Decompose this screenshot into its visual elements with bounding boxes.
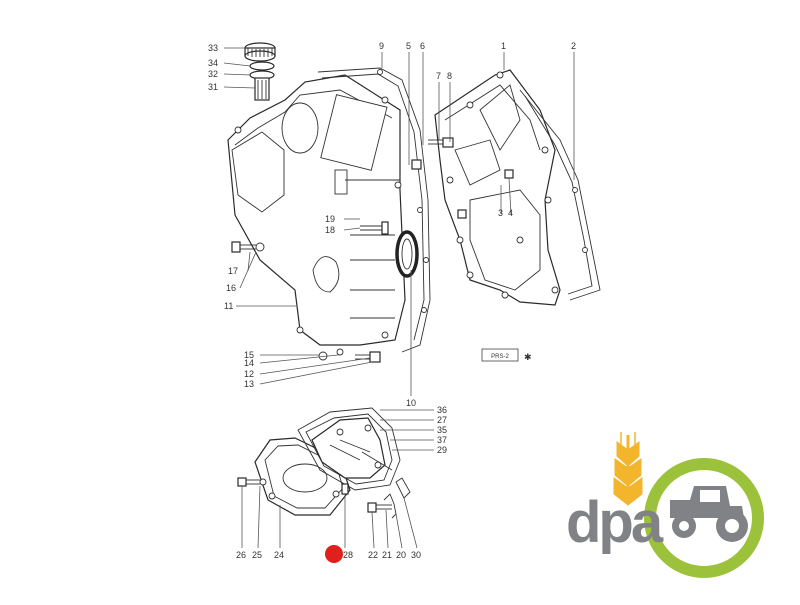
- dpa-logo: dpa: [566, 432, 764, 578]
- callout-14: 14: [244, 358, 254, 368]
- callout-6: 6: [420, 41, 425, 51]
- highlight-marker-28[interactable]: [325, 545, 343, 563]
- callout-29: 29: [437, 445, 447, 455]
- callout-10: 10: [406, 398, 416, 408]
- callout-20: 20: [396, 550, 406, 560]
- callout-9: 9: [379, 41, 384, 51]
- callout-22: 22: [368, 550, 378, 560]
- bolts-12-15: [318, 348, 381, 363]
- callout-34: 34: [208, 58, 218, 68]
- callout-2: 2: [571, 41, 576, 51]
- main-timing-cover: [227, 74, 406, 346]
- callout-16: 16: [226, 283, 236, 293]
- reference-box-text: PRS-2: [491, 354, 509, 360]
- callout-13: 13: [244, 379, 254, 389]
- callout-37: 37: [437, 435, 447, 445]
- callout-19: 19: [325, 214, 335, 224]
- callout-12: 12: [244, 369, 254, 379]
- rear-gasket: [519, 89, 601, 301]
- callout-25: 25: [252, 550, 262, 560]
- bolts-18-19: [360, 221, 389, 235]
- callout-7: 7: [436, 71, 441, 81]
- callout-36: 36: [437, 405, 447, 415]
- cover-gasket: [317, 67, 431, 353]
- oil-seal: [395, 230, 419, 278]
- callout-31: 31: [208, 82, 218, 92]
- bolts-20-22-30: [341, 451, 411, 519]
- callout-1: 1: [501, 41, 506, 51]
- bolt-17: [231, 241, 265, 253]
- logo-text: dpa: [566, 490, 664, 555]
- callout-3: 3: [498, 208, 503, 218]
- callout-33: 33: [208, 43, 218, 53]
- callout-8: 8: [447, 71, 452, 81]
- logo-ring: [644, 458, 764, 578]
- callout-labels: 33 34 32 31 9 5 6 1 2 7 8 3 4 19 18 17 1…: [208, 41, 576, 560]
- rear-housing-plate: [434, 69, 561, 306]
- callout-5: 5: [406, 41, 411, 51]
- tractor-icon: [670, 486, 748, 542]
- callout-11: 11: [224, 301, 233, 311]
- leader-lines: [223, 47, 575, 549]
- reference-mark: ✱: [524, 352, 532, 362]
- callout-27: 27: [437, 415, 447, 425]
- wheat-icon: [613, 432, 643, 507]
- callout-21: 21: [382, 550, 392, 560]
- shaft-gear-assembly: [244, 42, 276, 101]
- callout-26: 26: [236, 550, 246, 560]
- reference-tag: PRS-2 ✱: [481, 348, 532, 362]
- callout-15: 15: [244, 350, 254, 360]
- callout-18: 18: [325, 225, 335, 235]
- callout-17: 17: [228, 266, 238, 276]
- callout-35: 35: [437, 425, 447, 435]
- callout-4: 4: [508, 208, 513, 218]
- callout-32: 32: [208, 69, 218, 79]
- callout-30: 30: [411, 550, 421, 560]
- bolts-25-26: [237, 477, 267, 487]
- callout-28: 28: [343, 550, 353, 560]
- lower-gasket-housing: [297, 407, 401, 491]
- callout-24: 24: [274, 550, 284, 560]
